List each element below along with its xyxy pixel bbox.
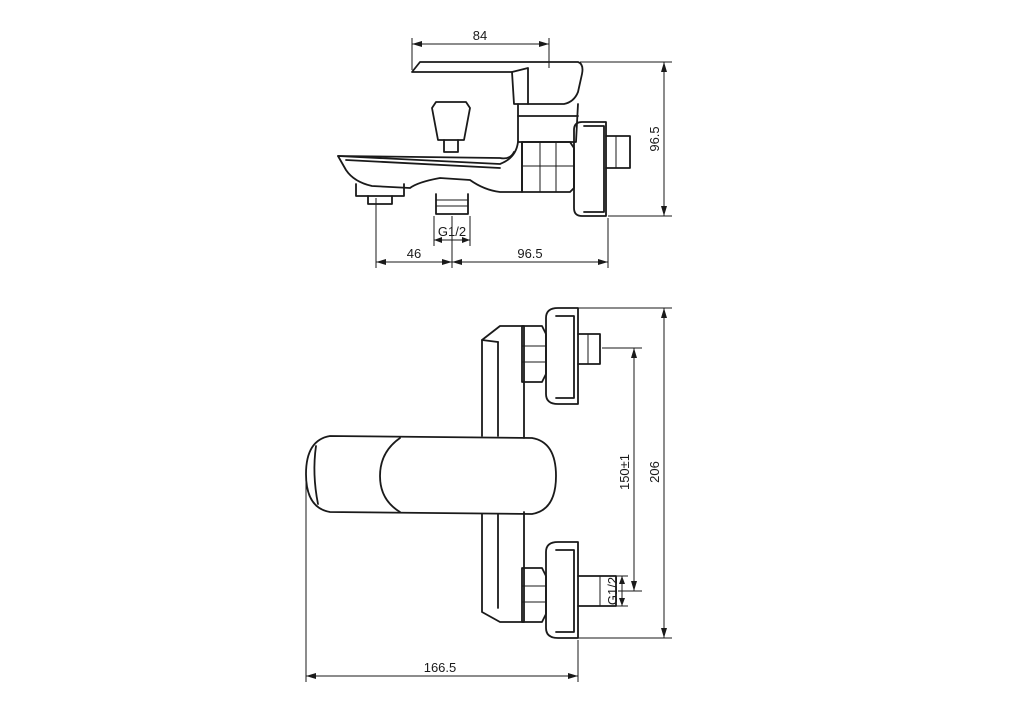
side-body <box>337 141 523 193</box>
dim-thread-front: G1/2 <box>605 577 620 605</box>
side-handle-lever <box>411 61 584 105</box>
side-escutcheon <box>573 121 607 217</box>
dim-body-depth: 96.5 <box>517 246 542 261</box>
front-lower-nut <box>521 567 547 623</box>
side-hex-nut <box>521 141 575 193</box>
dim-thread-side: G1/2 <box>438 224 466 239</box>
side-dimensions: 84 96.5 46 96.5 G1/2 <box>375 28 672 268</box>
dim-side-height: 96.5 <box>647 126 662 151</box>
front-upper-inlet <box>577 333 601 365</box>
side-cartridge-cap <box>517 103 579 143</box>
front-upper-escutcheon <box>545 307 579 405</box>
front-view <box>305 307 617 639</box>
side-s-union <box>605 135 631 169</box>
dim-spout-reach: 46 <box>407 246 421 261</box>
side-aerator <box>355 183 405 197</box>
front-lower-inlet <box>577 575 617 607</box>
front-lower-arm <box>481 511 525 623</box>
front-upper-nut <box>521 325 547 383</box>
front-upper-arm <box>481 325 525 439</box>
dim-overall-width: 166.5 <box>424 660 457 675</box>
front-handle <box>305 435 557 515</box>
side-inlet-connector <box>435 193 469 215</box>
dim-centers: 150±1 <box>617 454 632 490</box>
side-diverter-knob <box>431 101 471 141</box>
dim-overall-height: 206 <box>647 461 662 483</box>
side-view <box>337 61 631 217</box>
front-dimensions: 206 150±1 G1/2 166.5 <box>305 307 672 682</box>
dim-top-width: 84 <box>473 28 487 43</box>
